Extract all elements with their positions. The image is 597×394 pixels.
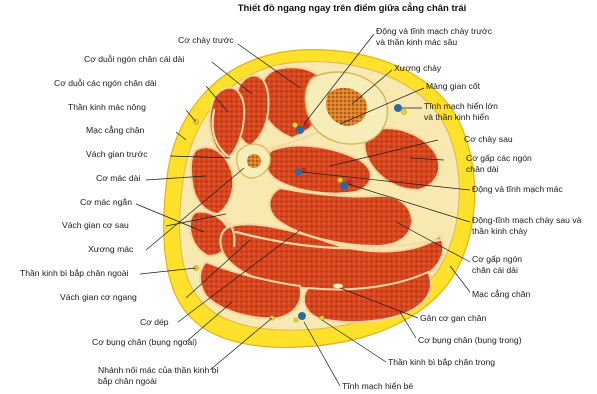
label-extensor-hallucis-longus: Cơ duỗi ngón chân cái dài	[84, 54, 184, 64]
label-transverse-septum: Vách gian cơ ngang	[60, 292, 137, 302]
label-peroneal-vessels: Động và tĩnh mạch mác	[472, 184, 563, 194]
label-medial-sural-nerve: Thần kinh bì bắp chân trong	[388, 357, 495, 367]
label-flexor-hallucis-longus: Cơ gấp ngón chân cái dài	[472, 254, 524, 275]
label-soleus: Cơ dép	[140, 317, 169, 327]
label-gastrocnemius-medial: Cơ bụng chân (bụng trong)	[418, 335, 522, 345]
label-deep-fascia-left: Mạc cẳng chân	[86, 124, 145, 135]
medial-sural-cutaneous-nerve	[320, 316, 324, 320]
plantaris-tendon	[333, 284, 343, 289]
label-posterior-tibial-bundle: Động-tĩnh mạch chày sau và thần kinh chà…	[472, 215, 584, 236]
label-anterior-septum: Vách gian trước	[86, 149, 148, 159]
label-peroneus-longus: Cơ mác dài	[96, 173, 140, 183]
label-plantaris-tendon: Gân cơ gan chân	[420, 313, 487, 323]
label-peroneus-brevis: Cơ mác ngắn	[80, 197, 132, 207]
label-fibula: Xương mác	[88, 244, 134, 254]
label-peroneal-communicating: Nhánh nối mác của thần kinh bì bắp chân …	[98, 365, 221, 386]
label-flexor-digitorum-longus: Cơ gấp các ngón chân dài	[466, 153, 534, 174]
fibula-marrow	[247, 154, 261, 168]
label-deep-fascia-right: Mạc cẳng chân	[472, 288, 531, 299]
label-posterior-septum: Vách gian cơ sau	[62, 220, 129, 230]
label-interosseous-membrane: Màng gian cốt	[426, 81, 481, 91]
label-great-saphenous: Tĩnh mạch hiển lớn và thần kinh hiển	[424, 101, 500, 122]
label-anterior-tibial-bundle: Động và tĩnh mạch chày trước và thần kin…	[376, 26, 494, 47]
label-gastrocnemius-lateral: Cơ bụng chân (bụng ngoài)	[92, 337, 197, 347]
label-extensor-digitorum-longus: Cơ duỗi các ngón chân dài	[54, 78, 157, 88]
label-tibialis-posterior: Cơ chày sau	[464, 134, 513, 144]
label-small-saphenous: Tĩnh mạch hiển bé	[342, 381, 413, 391]
label-superficial-peroneal-nerve: Thần kinh mác nông	[68, 102, 146, 112]
label-tibia: Xương chày	[394, 63, 442, 73]
diagram-title: Thiết đồ ngang ngay trên điểm giữa cẳng …	[238, 2, 467, 14]
label-lateral-sural-nerve: Thần kinh bì bắp chân ngoài	[20, 268, 129, 278]
label-tibialis-anterior: Cơ chày trước	[178, 35, 234, 45]
